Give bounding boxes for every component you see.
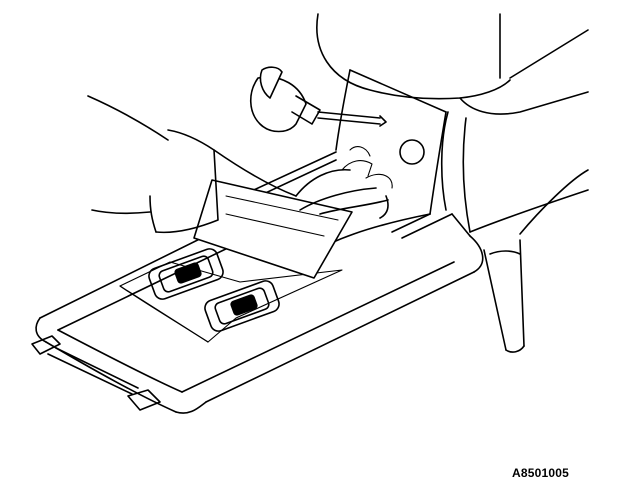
- hand-icon: [87, 95, 393, 234]
- protective-tape-icon: [193, 179, 353, 279]
- figure-code: A8501005: [512, 466, 569, 480]
- screwdriver-icon: [249, 66, 387, 133]
- seat-icon: [316, 13, 589, 353]
- window-switch-icon: [148, 248, 280, 332]
